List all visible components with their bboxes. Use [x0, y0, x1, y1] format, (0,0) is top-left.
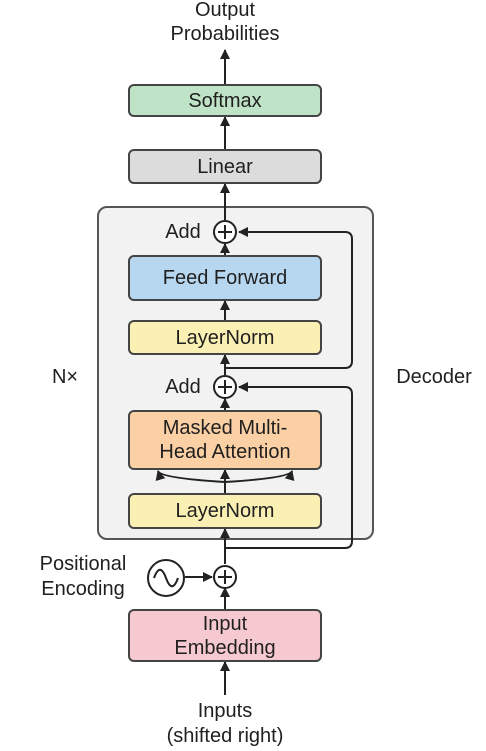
add-bottom-plus-icon [213, 375, 237, 399]
arrow-branch-right [224, 470, 295, 483]
positional-plus-icon [213, 565, 237, 589]
add-top-plus-icon [213, 220, 237, 244]
softmax-box: Softmax [128, 84, 322, 117]
output-label-line1: Output [194, 0, 256, 21]
residual-upper [225, 227, 353, 369]
layernorm-bottom-box: LayerNorm [128, 493, 322, 529]
decoder-label: Decoder [396, 366, 472, 388]
sine-wave-icon [147, 559, 185, 597]
output-label-line2: Probabilities [170, 23, 280, 45]
linear-box: Linear [128, 149, 322, 184]
feed-forward-label: Feed Forward [162, 267, 288, 289]
masked-attention-line1: Masked Multi- [162, 417, 288, 439]
positional-label-line1: Positional [39, 553, 127, 575]
layernorm-bottom-label: LayerNorm [175, 500, 275, 522]
inputs-label-line1: Inputs [197, 700, 253, 722]
feed-forward-box: Feed Forward [128, 255, 322, 301]
masked-attention-box: Masked Multi- Head Attention [128, 410, 322, 470]
masked-attention-line2: Head Attention [159, 441, 291, 463]
linear-label: Linear [197, 155, 253, 178]
input-embedding-line1: Input [202, 612, 248, 635]
add-bottom-label: Add [165, 376, 201, 398]
residual-lower [225, 382, 353, 549]
softmax-label: Softmax [188, 89, 262, 112]
repeat-label: N× [51, 366, 79, 388]
positional-label-line2: Encoding [41, 578, 125, 600]
input-embedding-box: Input Embedding [128, 609, 322, 662]
layernorm-top-label: LayerNorm [175, 326, 275, 349]
inputs-label-line2: (shifted right) [166, 725, 284, 747]
layernorm-top-box: LayerNorm [128, 320, 322, 355]
arrow-branch-left [155, 470, 226, 483]
input-embedding-line2: Embedding [174, 636, 276, 659]
add-top-label: Add [165, 221, 201, 243]
